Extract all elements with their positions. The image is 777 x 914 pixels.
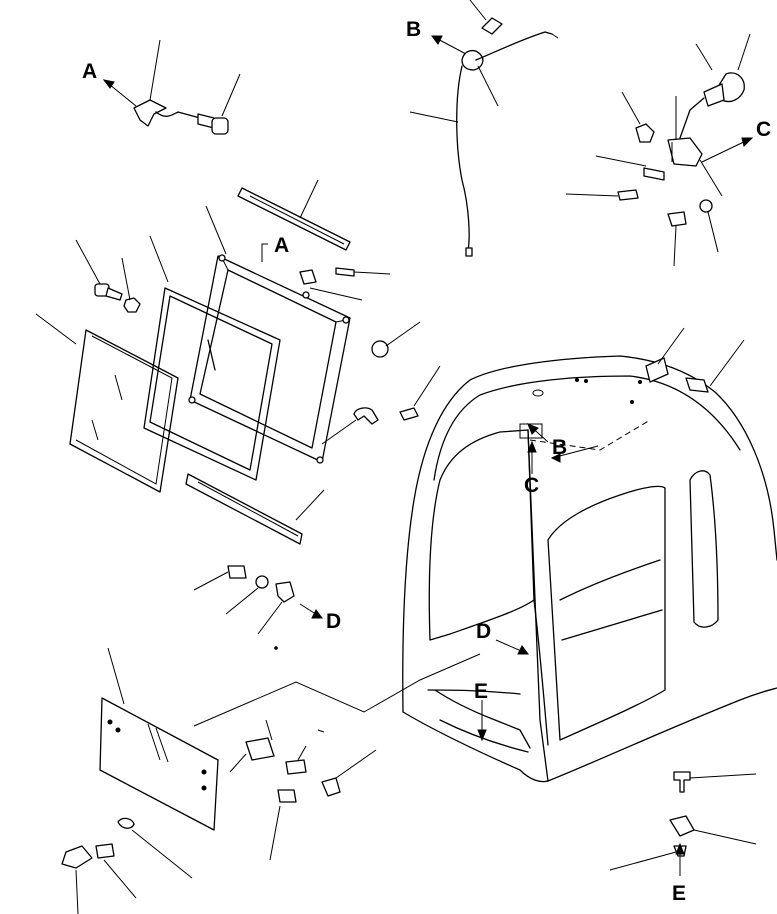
switch-b bbox=[461, 49, 484, 71]
window-glass bbox=[69, 329, 179, 493]
bolt-d bbox=[227, 565, 247, 579]
lower-hinge bbox=[245, 737, 275, 761]
bolt-left-upper bbox=[94, 283, 123, 301]
screw-upper bbox=[335, 267, 355, 277]
lower-bolt bbox=[277, 789, 297, 803]
seal-pad bbox=[61, 845, 93, 869]
lower-screw bbox=[95, 843, 115, 859]
callout-b-cab: B bbox=[552, 436, 567, 459]
clip-a-assembly bbox=[133, 99, 229, 135]
cab-body bbox=[402, 355, 777, 783]
nut-left bbox=[123, 297, 141, 313]
right-bracket bbox=[645, 357, 709, 393]
clip-upper bbox=[299, 269, 317, 285]
bolt-lamp-low bbox=[667, 211, 687, 227]
leader-lines bbox=[35, 0, 757, 914]
lower-plate bbox=[285, 759, 307, 775]
washer-lamp bbox=[699, 199, 713, 213]
latch-d bbox=[275, 581, 295, 603]
callout-a-top: A bbox=[82, 60, 97, 83]
nut-lamp bbox=[635, 123, 655, 143]
lamp-bracket bbox=[667, 137, 703, 167]
pad-b bbox=[481, 17, 503, 35]
cap-plug bbox=[371, 340, 389, 358]
callout-a-frame: A bbox=[274, 234, 289, 257]
clip-a bbox=[133, 99, 167, 127]
lower-glass bbox=[99, 697, 219, 831]
hinge-bracket bbox=[353, 407, 379, 425]
callout-e-part: E bbox=[672, 882, 686, 905]
callout-arrows bbox=[102, 35, 754, 876]
window-gasket bbox=[143, 287, 281, 481]
upper-window-assembly bbox=[69, 187, 419, 545]
lamp-c-assembly bbox=[617, 43, 745, 227]
callout-d-cab: D bbox=[476, 620, 491, 643]
latch-d-assembly bbox=[227, 565, 295, 650]
clip-e-assembly bbox=[669, 771, 695, 857]
callout-d-part: D bbox=[326, 610, 341, 633]
harness-b-assembly bbox=[456, 17, 559, 257]
lower-clip bbox=[321, 777, 341, 797]
screw-hinge bbox=[399, 407, 419, 421]
callout-c-top: C bbox=[756, 118, 771, 141]
bolt-e bbox=[673, 771, 691, 793]
callout-b-top: B bbox=[406, 18, 421, 41]
callout-labels: A A B B C C D D E E bbox=[82, 18, 771, 905]
bolt-lamp-left bbox=[617, 189, 639, 201]
clip-e bbox=[669, 815, 695, 837]
washer-d bbox=[255, 575, 269, 589]
lower-washer bbox=[117, 817, 135, 829]
lower-glass-assembly bbox=[61, 697, 341, 869]
clamp-lamp bbox=[643, 167, 665, 181]
callout-c-cab: C bbox=[524, 474, 539, 497]
callout-e-cab: E bbox=[474, 680, 488, 703]
